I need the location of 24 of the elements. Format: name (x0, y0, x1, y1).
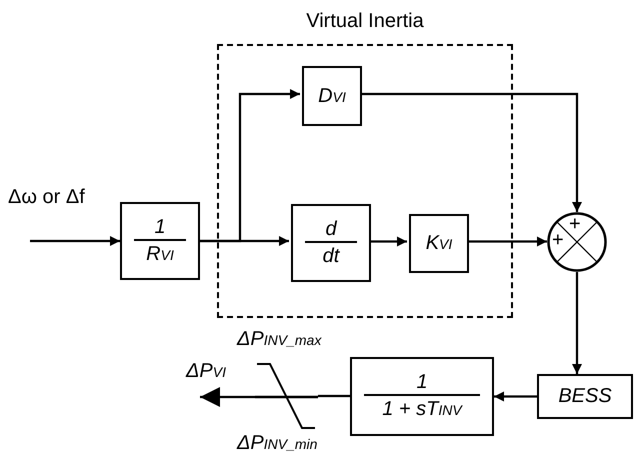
arrow (200, 236, 289, 246)
group-title: Virtual Inertia (305, 10, 425, 33)
edge-label: Δω or Δf (8, 186, 85, 209)
derivative-block (291, 204, 371, 282)
arrow (30, 236, 120, 246)
arrow (494, 392, 537, 402)
gain-block (302, 66, 362, 126)
numerator: 1 (364, 370, 480, 396)
transfer-function-block (120, 202, 200, 280)
arrow (360, 92, 582, 212)
arrow (369, 236, 407, 246)
plus-sign: + (569, 214, 581, 234)
transfer-function-block (350, 357, 494, 436)
gain-block (409, 214, 469, 273)
block-label: BESS (558, 385, 612, 408)
arrow (467, 236, 547, 246)
numerator: 1 (134, 214, 186, 240)
numerator: d (305, 217, 357, 243)
process-box (537, 374, 633, 419)
summing-junction (547, 212, 607, 272)
plus-sign: + (552, 230, 564, 250)
arrow (572, 272, 582, 374)
denominator: dt (322, 244, 340, 269)
arrow (200, 387, 255, 407)
